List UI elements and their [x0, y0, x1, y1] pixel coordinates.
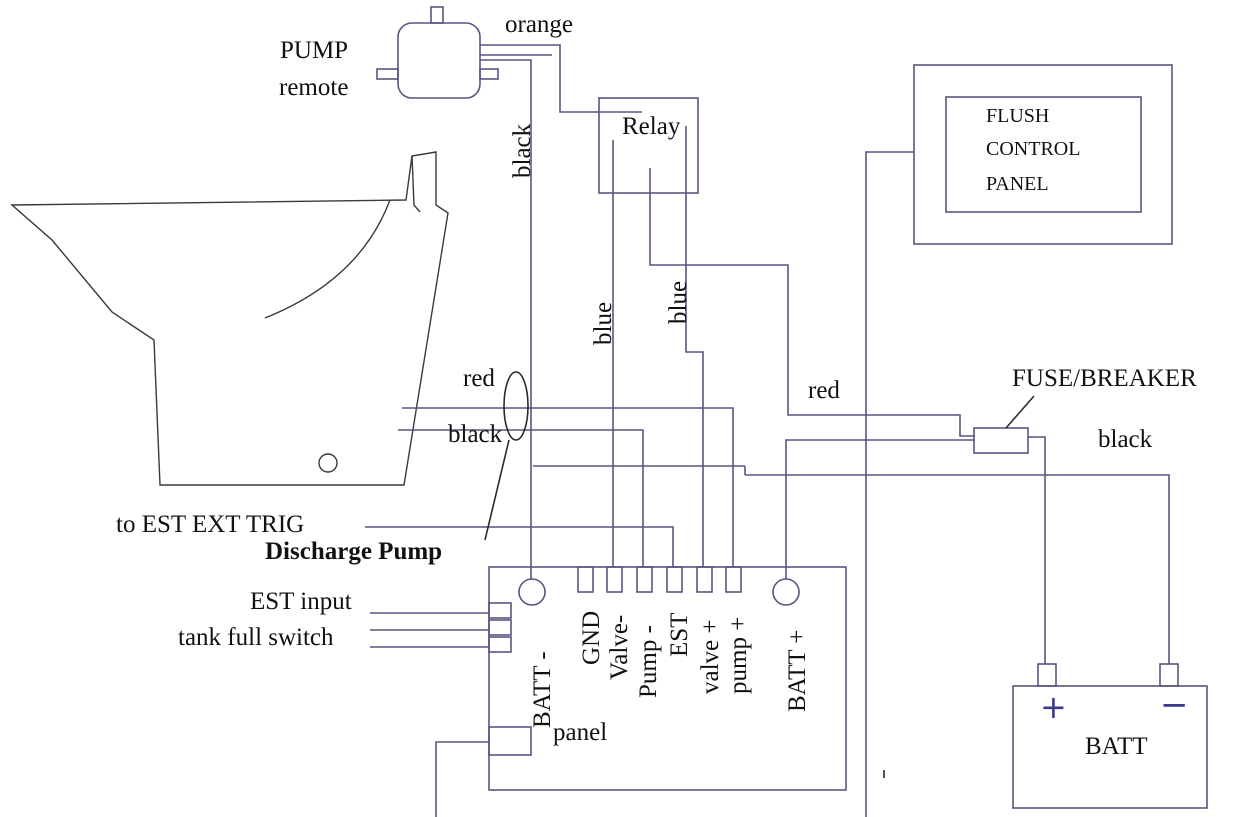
cable-bundle-ellipse — [503, 371, 529, 441]
valve-minus-terminal — [606, 566, 623, 593]
pump-minus-terminal — [636, 566, 653, 593]
label-flush: FLUSH — [986, 105, 1049, 127]
label-batt: BATT — [1085, 733, 1148, 760]
label-relay: Relay — [622, 113, 681, 140]
wires — [365, 44, 1170, 817]
terminal-label: pump + — [725, 617, 752, 694]
terminal-label: BATT - — [529, 651, 556, 728]
label-pump-remote: remote — [279, 74, 348, 101]
label-black-vertical: black — [509, 123, 536, 178]
panel-connector — [488, 726, 532, 756]
label-red-right: red — [808, 377, 840, 404]
label-panel: panel — [553, 719, 607, 746]
terminal-label: BATT + — [784, 630, 811, 712]
toilet-bowl — [10, 151, 449, 486]
batt-plus-terminal — [772, 578, 800, 606]
relay-box — [598, 97, 699, 194]
label-black-left: black — [448, 421, 503, 448]
label-orange: orange — [505, 11, 573, 38]
label-est-input: EST input — [250, 588, 352, 615]
label-black-right: black — [1098, 426, 1153, 453]
battery-minus-sign: − — [1160, 685, 1189, 725]
pump-remote — [376, 6, 499, 99]
label-discharge-pump: Discharge Pump — [265, 538, 442, 565]
label-fuse-breaker: FUSE/BREAKER — [1012, 365, 1197, 392]
labels: PUMP remote orange black Relay FLUSH CON… — [116, 11, 1197, 760]
terminal-label: Valve- — [606, 615, 633, 680]
fuse-breaker — [973, 427, 1029, 454]
label-blue-left: blue — [590, 302, 617, 345]
terminal-label: valve + — [697, 620, 724, 695]
flush-control-panel — [913, 64, 1173, 245]
label-ext-trig: to EST EXT TRIG — [116, 511, 304, 538]
terminal-label: GND — [578, 611, 605, 665]
battery-plus-sign: + — [1040, 688, 1067, 726]
label-pump: PUMP — [280, 37, 348, 64]
gnd-terminal — [577, 566, 594, 593]
label-control: CONTROL — [986, 138, 1080, 160]
label-blue-right: blue — [665, 281, 692, 324]
terminal-label: Pump - — [635, 625, 662, 698]
label-tank-full-switch: tank full switch — [178, 624, 334, 651]
est-terminal — [666, 566, 683, 593]
valve-plus-terminal — [696, 566, 713, 593]
label-red-left: red — [463, 365, 495, 392]
toilet-drain-hole — [318, 453, 338, 473]
pump-plus-terminal — [725, 566, 742, 593]
label-panel-title: PANEL — [986, 173, 1049, 195]
terminal-label: EST — [666, 613, 693, 657]
controller-box — [488, 566, 847, 791]
batt-minus-terminal — [518, 578, 546, 606]
